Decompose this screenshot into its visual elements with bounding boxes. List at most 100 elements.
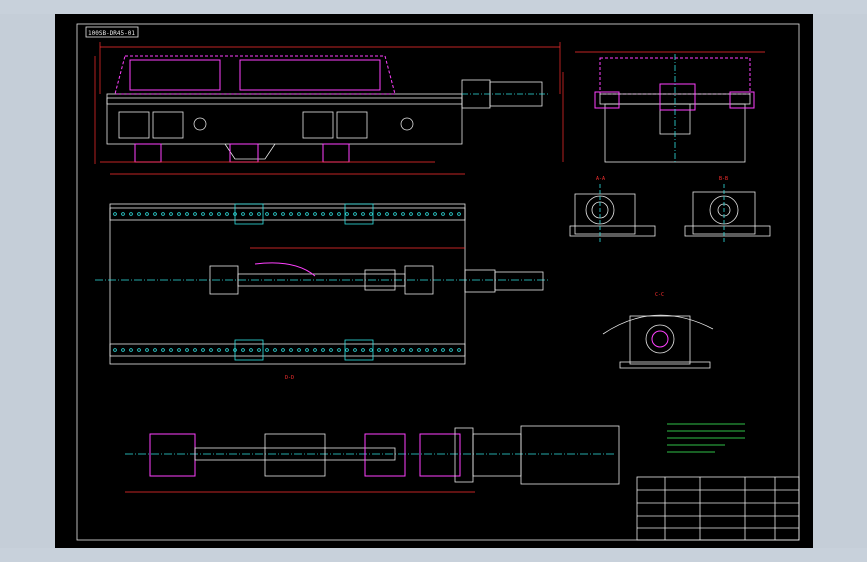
rail-dot	[337, 348, 341, 352]
section-views-small: A-A B-B	[569, 176, 771, 242]
rail-dot	[361, 348, 365, 352]
rail-dot	[385, 212, 389, 216]
viewport-top-band	[0, 0, 867, 14]
rail-dot	[457, 212, 461, 216]
svg-text:A-A: A-A	[596, 176, 605, 182]
rail-dot	[393, 212, 397, 216]
rail-dot	[401, 348, 405, 352]
rail-dot	[201, 348, 205, 352]
rail-dot	[377, 348, 381, 352]
section-c-view: C-C	[602, 292, 714, 369]
side-view	[562, 51, 765, 164]
rail-dot	[185, 348, 189, 352]
rail-dot	[313, 348, 317, 352]
drawing-frame	[76, 23, 800, 541]
rail-dot	[113, 348, 117, 352]
viewport-bottom-band	[0, 548, 867, 562]
rail-dot	[185, 212, 189, 216]
rail-dot	[449, 212, 453, 216]
rail-dot	[217, 348, 221, 352]
drawing-sheet[interactable]: 100SB-DR45-01	[55, 14, 813, 548]
rail-dot	[265, 212, 269, 216]
rail-dot	[417, 212, 421, 216]
svg-text:C-C: C-C	[655, 292, 664, 298]
rail-dot	[145, 348, 149, 352]
rail-dot	[257, 348, 261, 352]
rail-dot	[369, 348, 373, 352]
rail-dot	[425, 348, 429, 352]
rail-dot	[249, 348, 253, 352]
rail-dot	[265, 348, 269, 352]
rail-dot	[177, 348, 181, 352]
rail-dot	[345, 212, 349, 216]
rail-dot	[369, 212, 373, 216]
rail-dot	[153, 348, 157, 352]
rail-dot	[145, 212, 149, 216]
rail-dot	[161, 348, 165, 352]
rail-dot	[121, 212, 125, 216]
section-d-view: D-D	[125, 375, 620, 493]
title-tag: 100SB-DR45-01	[88, 30, 135, 37]
rail-dot	[169, 348, 173, 352]
rail-dot	[433, 212, 437, 216]
rail-dot	[281, 212, 285, 216]
rail-dot	[409, 212, 413, 216]
rail-dot	[193, 348, 197, 352]
rail-dot	[441, 212, 445, 216]
rail-dot	[241, 212, 245, 216]
rail-dot	[169, 212, 173, 216]
rail-dot	[297, 212, 301, 216]
rail-dot	[281, 348, 285, 352]
rail-dot	[329, 348, 333, 352]
rail-dot	[225, 212, 229, 216]
rail-dot	[345, 348, 349, 352]
title-tag-box	[85, 26, 139, 38]
rail-dot	[305, 348, 309, 352]
rail-dot	[177, 212, 181, 216]
rail-dot	[449, 348, 453, 352]
svg-text:D-D: D-D	[285, 375, 294, 381]
rail-dot	[249, 212, 253, 216]
rail-dot	[329, 212, 333, 216]
rail-dot	[217, 212, 221, 216]
rail-dot	[273, 348, 277, 352]
top-view	[95, 203, 550, 365]
technical-notes	[667, 423, 745, 453]
rail-dot	[393, 348, 397, 352]
rail-dot	[337, 212, 341, 216]
rail-dot	[289, 212, 293, 216]
rail-dot	[409, 348, 413, 352]
rail-dot	[209, 348, 213, 352]
rail-dot	[241, 348, 245, 352]
rail-dot	[129, 348, 133, 352]
title-block	[636, 476, 800, 541]
rail-dot	[137, 212, 141, 216]
rail-dot	[417, 348, 421, 352]
rail-dot	[377, 212, 381, 216]
rail-dot	[121, 348, 125, 352]
rail-dot	[457, 348, 461, 352]
rail-dot	[225, 348, 229, 352]
rail-dot	[353, 348, 357, 352]
rail-dot	[305, 212, 309, 216]
rail-dot	[385, 348, 389, 352]
rail-dot	[441, 348, 445, 352]
rail-dot	[313, 212, 317, 216]
rail-dot	[433, 348, 437, 352]
rail-dot	[129, 212, 133, 216]
svg-text:B-B: B-B	[719, 176, 728, 182]
rail-dot	[257, 212, 261, 216]
rail-dot	[153, 212, 157, 216]
rail-dot	[353, 212, 357, 216]
rail-dot	[113, 212, 117, 216]
rail-dot	[321, 212, 325, 216]
rail-dot	[361, 212, 365, 216]
rail-dot	[161, 212, 165, 216]
rail-dot	[201, 212, 205, 216]
rail-dot	[137, 348, 141, 352]
rail-dot	[425, 212, 429, 216]
rail-dot	[401, 212, 405, 216]
drawing-canvas: 100SB-DR45-01	[76, 23, 800, 541]
rail-dot	[321, 348, 325, 352]
